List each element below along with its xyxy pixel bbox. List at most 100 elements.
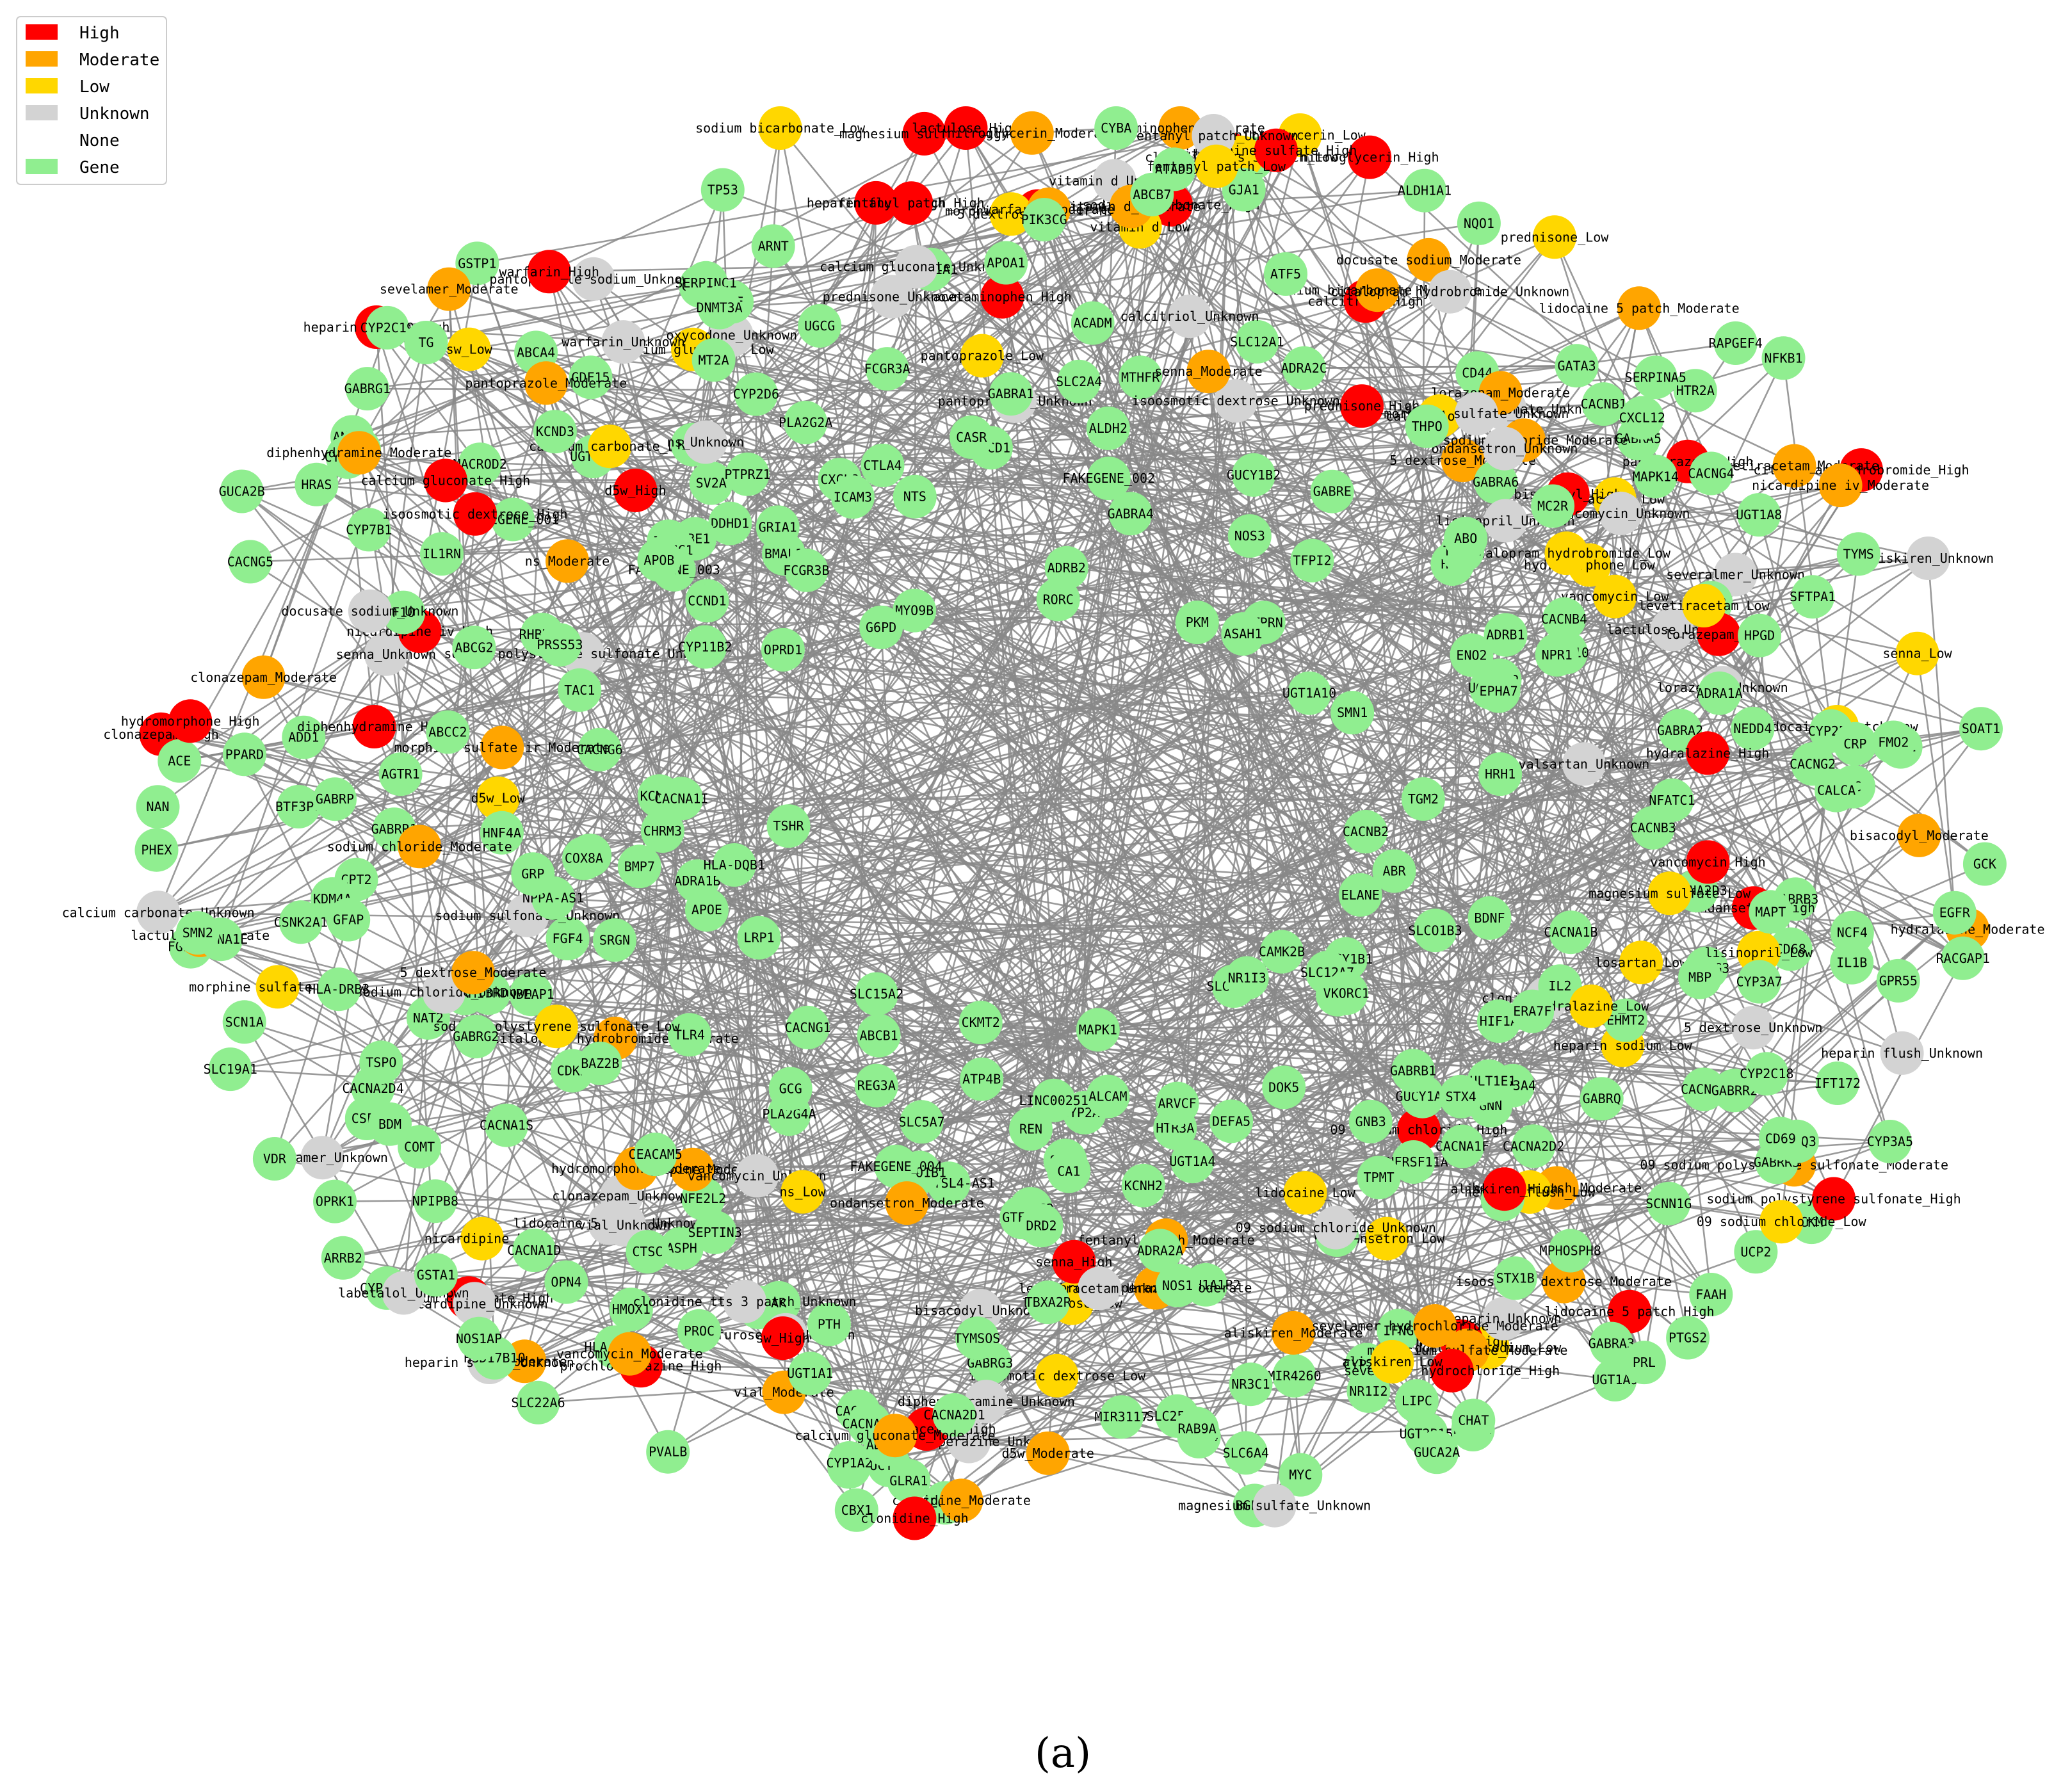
node-circle-unknown (723, 1279, 766, 1323)
node-label: GABRA6 (1473, 474, 1519, 490)
network-node: CYP3A7 (1736, 960, 1783, 1004)
node-label: BDM (378, 1117, 401, 1132)
node-circle-gene (1478, 752, 1523, 796)
network-node: THPO (1405, 404, 1449, 448)
node-circle-gene (222, 1000, 266, 1044)
network-node: RAPGEF4 (1709, 321, 1763, 365)
node-label: GUCY1B2 (1227, 467, 1281, 483)
node-label: lidocaine 5 patch_Moderate (1539, 300, 1740, 316)
network-node: SV2A (689, 461, 733, 505)
network-node: MYC (1279, 1453, 1323, 1497)
node-label: ADRA2C (1281, 360, 1327, 376)
node-circle-moderate (1407, 238, 1451, 282)
node-circle-gene (491, 497, 535, 542)
network-node: DNMT3A (696, 286, 743, 330)
network-edge (1064, 513, 1621, 1161)
network-node: VDR (252, 1137, 296, 1181)
network-node: docusate sodium_Unknown (281, 589, 458, 633)
network-node: ARRB2 (321, 1236, 365, 1280)
network-node: SOAT1 (1959, 707, 2003, 751)
node-label: HNF4A (483, 825, 521, 841)
node-label: CYBA (1101, 120, 1131, 136)
network-edge (1084, 596, 1813, 1113)
node-label: CACNA1D (507, 1243, 561, 1258)
node-circle-gene (1372, 849, 1416, 893)
node-label: MIR3117 (1095, 1409, 1149, 1425)
network-node: TPMT (1357, 1156, 1401, 1200)
node-label: SCN1A (225, 1014, 264, 1029)
node-label: vitamin d_Moderate (1062, 199, 1201, 214)
node-circle-gene (1830, 940, 1874, 985)
legend-label-none: None (79, 131, 120, 150)
node-label: GJA1 (1229, 182, 1259, 197)
node-label: vancomycin_High (1650, 854, 1766, 869)
node-label: NPIPB8 (412, 1193, 458, 1209)
network-node: vancomycin_Unknown (1551, 491, 1690, 535)
network-edge (589, 194, 1153, 856)
network-node: CA1 (1047, 1149, 1091, 1193)
node-circle-unknown (1650, 608, 1694, 652)
network-node: acetaminophen_High (933, 275, 1072, 319)
network-node: EGFR (1932, 891, 1977, 935)
network-node: CYP1A2 (826, 1441, 873, 1485)
network-edge (428, 553, 1859, 1019)
node-label: GNB3 (1355, 1114, 1386, 1129)
node-circle-gene (1444, 517, 1488, 561)
node-circle-low (1647, 871, 1692, 916)
node-circle-gene (1745, 1052, 1789, 1096)
node-circle-gene (640, 809, 684, 853)
node-circle-gene (512, 1229, 556, 1272)
node-circle-high (893, 1496, 937, 1540)
node-circle-gene (712, 843, 756, 887)
node-label: PHEX (141, 843, 172, 858)
node-circle-high (902, 111, 946, 156)
network-node: 09 sodium chloride_Unknown (1236, 1206, 1436, 1250)
network-node: heparin_Unknown (1446, 1296, 1562, 1341)
node-circle-high (1397, 1108, 1441, 1152)
node-circle-gene (485, 1103, 528, 1147)
node-label: CACNA2D1 (923, 1407, 985, 1423)
node-label: CAMK2B (1259, 944, 1305, 960)
node-label: sodium polystyrene sulfonate_High (1706, 1191, 1961, 1207)
network-node: pantoprazole_Low (921, 334, 1044, 378)
node-label: NR1I3 (1228, 971, 1266, 986)
node-label: MBP (1688, 970, 1711, 985)
network-node: CHRM3 (640, 809, 684, 853)
node-circle-high (1608, 1289, 1652, 1334)
node-circle-gene (1229, 1362, 1273, 1407)
node-circle-gene (784, 401, 828, 444)
node-label: MC2R (1537, 499, 1569, 514)
network-edge (1916, 653, 1956, 913)
node-circle-high (761, 1316, 805, 1360)
node-circle-gene (1493, 1256, 1537, 1300)
node-circle-high (1482, 1167, 1526, 1211)
node-circle-gene (1044, 545, 1088, 590)
node-label: PRL (1633, 1355, 1656, 1370)
node-circle-gene (950, 415, 994, 459)
node-circle-unknown (1880, 1031, 1924, 1075)
network-node: GPR55 (1876, 958, 1920, 1003)
network-node: hydromorphone_High (121, 699, 260, 743)
node-label: CRP (1843, 736, 1866, 752)
network-node: HPGD (1738, 613, 1782, 658)
network-edge (1174, 460, 1464, 1129)
node-circle-gene (1175, 601, 1219, 645)
network-node: GSTP1 (455, 241, 499, 286)
network-edge (1603, 403, 1891, 1142)
node-circle-gene (458, 442, 502, 487)
node-label: SEPTIN3 (688, 1225, 742, 1240)
network-edge (829, 1323, 1462, 1343)
network-node: OPN4 (544, 1260, 588, 1304)
node-label: UGT1A4 (1169, 1154, 1215, 1169)
node-circle-gene (413, 1179, 457, 1223)
network-edge (852, 496, 1712, 1295)
network-edge (359, 449, 1099, 1031)
node-circle-moderate (546, 539, 589, 583)
node-circle-gene (1836, 532, 1880, 576)
node-circle-gene (321, 1236, 365, 1280)
network-node: 5 dextrose_Moderate (400, 951, 546, 995)
node-circle-gene (1581, 382, 1626, 426)
node-circle-moderate (1026, 1431, 1070, 1475)
network-node: GCG (768, 1067, 813, 1111)
node-label: ABCG2 (455, 640, 493, 655)
